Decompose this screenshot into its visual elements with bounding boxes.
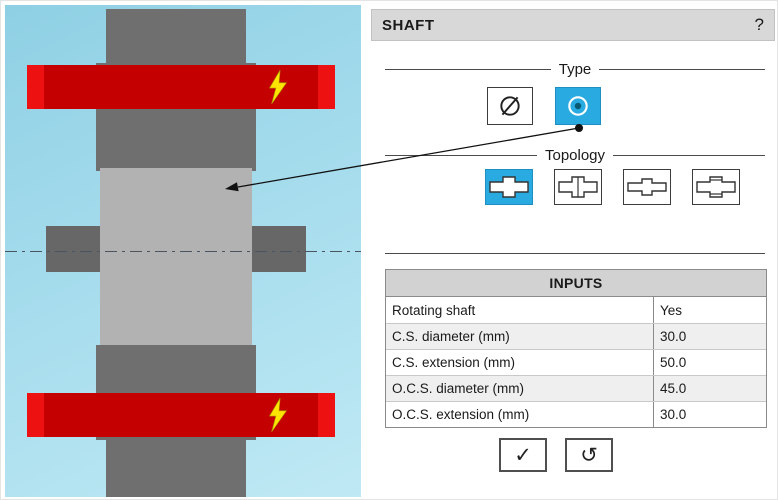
circle-dot-icon: [568, 96, 588, 116]
shaft-graphic-viewport[interactable]: [5, 5, 361, 497]
topology-section-divider: Topology: [385, 147, 766, 164]
type-solid-shaft-button[interactable]: [555, 87, 601, 125]
check-icon: ✓: [514, 443, 532, 467]
stepped-shaft-2-icon: [558, 176, 598, 198]
shaft-bottom-end: [106, 438, 246, 497]
panel-header: SHAFT ?: [371, 9, 775, 41]
lower-bearing-left-cap: [27, 393, 44, 437]
input-row-value[interactable]: Yes: [660, 302, 683, 318]
shaft-right-shoulder: [252, 226, 306, 272]
topology-button-3[interactable]: [623, 169, 671, 205]
slashed-circle-icon: [500, 96, 520, 116]
input-row-label: O.C.S. diameter (mm): [386, 376, 654, 401]
lightning-bolt-icon: [268, 398, 288, 432]
upper-bearing-right-cap: [318, 65, 335, 109]
reset-button[interactable]: ↺: [565, 438, 613, 472]
stepped-shaft-3-icon: [627, 178, 667, 196]
shaft-top-end: [106, 9, 246, 71]
upper-bearing-left-cap: [27, 65, 44, 109]
inputs-table-body: Rotating shaft Yes C.S. diameter (mm) 30…: [386, 297, 766, 427]
shaft-left-shoulder: [46, 226, 100, 272]
input-row-label: C.S. diameter (mm): [386, 324, 654, 349]
table-row: C.S. diameter (mm) 30.0: [386, 323, 766, 349]
type-section-label: Type: [558, 61, 592, 78]
confirm-button[interactable]: ✓: [499, 438, 547, 472]
input-row-value[interactable]: 30.0: [660, 407, 687, 422]
input-row-label: C.S. extension (mm): [386, 350, 654, 375]
stepped-shaft-1-icon: [489, 176, 529, 198]
type-hollow-shaft-button[interactable]: [487, 87, 533, 125]
help-button[interactable]: ?: [754, 15, 764, 34]
input-row-label: Rotating shaft: [386, 297, 654, 323]
stepped-shaft-4-icon: [696, 176, 736, 198]
table-row: O.C.S. diameter (mm) 45.0: [386, 375, 766, 401]
rotate-ccw-icon: ↺: [580, 443, 598, 467]
input-row-label: O.C.S. extension (mm): [386, 402, 654, 427]
table-row: O.C.S. extension (mm) 30.0: [386, 401, 766, 427]
table-row: C.S. extension (mm) 50.0: [386, 349, 766, 375]
page-title: SHAFT: [382, 16, 435, 34]
topology-section-label: Topology: [544, 147, 606, 164]
table-row: Rotating shaft Yes: [386, 297, 766, 323]
shaft-centerline: [5, 251, 361, 252]
topology-button-1[interactable]: [485, 169, 533, 205]
shaft-center-section: [100, 168, 252, 346]
input-row-value[interactable]: 50.0: [660, 355, 687, 370]
lower-bearing-right-cap: [318, 393, 335, 437]
inputs-table-header: INPUTS: [386, 270, 766, 297]
topology-button-2[interactable]: [554, 169, 602, 205]
topology-button-4[interactable]: [692, 169, 740, 205]
lightning-bolt-icon: [268, 70, 288, 104]
input-row-value[interactable]: 30.0: [660, 329, 687, 344]
type-section-divider: Type: [385, 61, 765, 78]
lower-bearing: [27, 393, 335, 437]
input-row-value[interactable]: 45.0: [660, 381, 687, 396]
shaft-panel: SHAFT ? Type Topology: [369, 1, 777, 499]
inputs-table: INPUTS Rotating shaft Yes C.S. diameter …: [385, 269, 767, 428]
section-divider: [385, 253, 765, 254]
upper-bearing: [27, 65, 335, 109]
